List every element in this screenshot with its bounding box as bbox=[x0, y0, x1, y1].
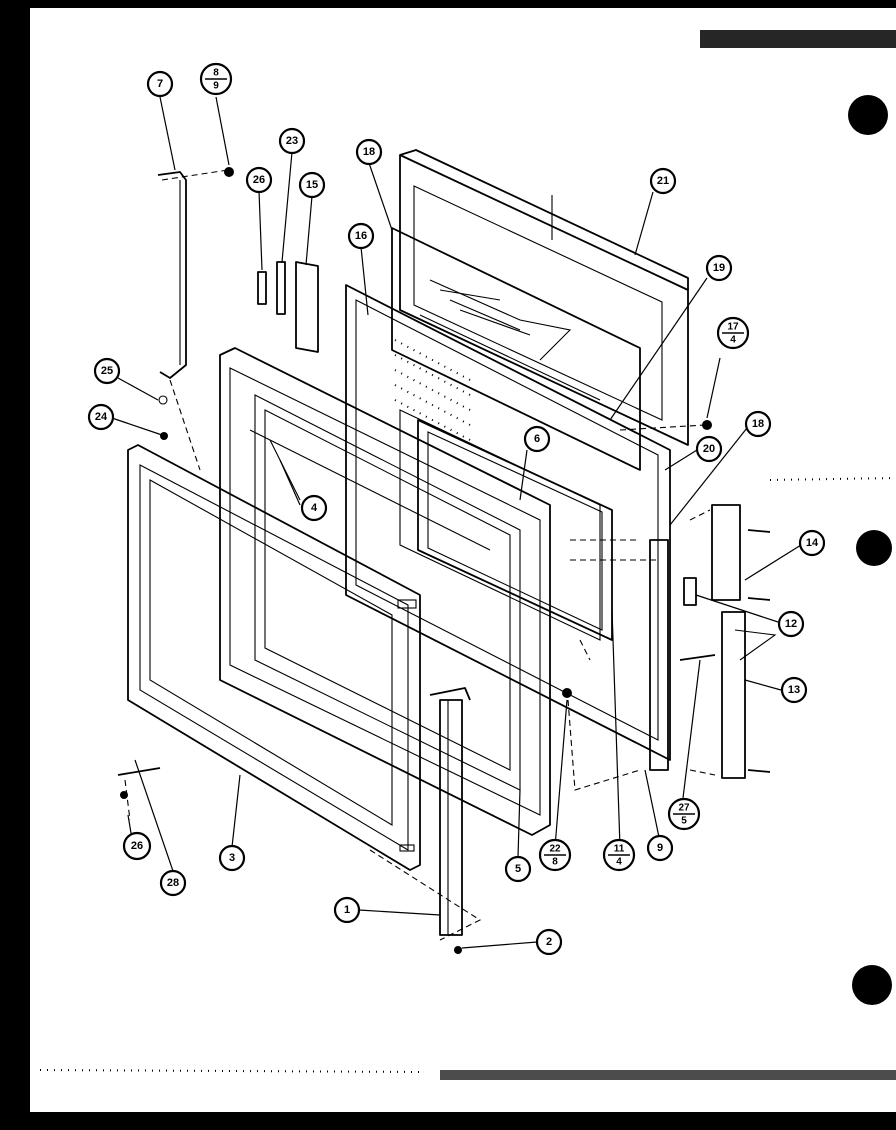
callout-18-lower: 18 bbox=[744, 410, 772, 438]
callout-24: 24 bbox=[87, 403, 115, 431]
callout-5: 5 bbox=[504, 855, 532, 883]
callout-28: 28 bbox=[159, 869, 187, 897]
callout-26-lower: 26 bbox=[122, 831, 152, 861]
assembly-guides bbox=[124, 169, 716, 941]
callout-15: 15 bbox=[298, 171, 326, 199]
callout-9: 9 bbox=[646, 834, 674, 862]
callout-22-8-top: 22 bbox=[549, 844, 561, 855]
small-parts bbox=[117, 167, 716, 954]
glass-panel bbox=[391, 227, 641, 471]
callout-21-label: 21 bbox=[657, 175, 669, 187]
callout-6: 6 bbox=[523, 425, 551, 453]
callout-8-9: 8 9 bbox=[199, 62, 233, 96]
door-back-cover bbox=[399, 149, 689, 446]
callout-18-upper-label: 18 bbox=[363, 146, 375, 158]
callout-21: 21 bbox=[649, 167, 677, 195]
door-chassis bbox=[219, 347, 551, 836]
callout-11-4: 11 4 bbox=[602, 838, 636, 872]
callout-8-9-bottom: 9 bbox=[213, 81, 219, 92]
callout-3: 3 bbox=[218, 844, 246, 872]
callout-17-4-top: 17 bbox=[727, 322, 739, 333]
hinge-rod bbox=[157, 171, 187, 379]
callout-17-4-bottom: 4 bbox=[730, 335, 736, 346]
callout-12: 12 bbox=[777, 610, 805, 638]
callout-23: 23 bbox=[278, 127, 306, 155]
callout-27-5-top: 27 bbox=[678, 803, 690, 814]
callout-27-5: 27 5 bbox=[667, 797, 701, 831]
callout-2: 2 bbox=[535, 928, 563, 956]
callout-20-label: 20 bbox=[703, 443, 715, 455]
callout-11-4-top: 11 bbox=[614, 844, 625, 855]
callout-26-upper-label: 26 bbox=[253, 174, 265, 186]
callout-4-label: 4 bbox=[311, 502, 318, 514]
leader-lines bbox=[111, 96, 802, 949]
callout-18-upper: 18 bbox=[355, 138, 383, 166]
latch-brackets bbox=[649, 504, 777, 779]
callout-27-5-bottom: 5 bbox=[681, 816, 687, 827]
callout-9-label: 9 bbox=[657, 842, 663, 854]
front-door-panel bbox=[127, 444, 421, 871]
callout-24-label: 24 bbox=[95, 411, 108, 423]
callout-22-8: 22 8 bbox=[538, 838, 572, 872]
callout-1: 1 bbox=[333, 896, 361, 924]
callout-16-label: 16 bbox=[355, 230, 367, 242]
callout-16: 16 bbox=[347, 222, 375, 250]
callout-25-label: 25 bbox=[101, 365, 113, 377]
callout-19-label: 19 bbox=[713, 262, 725, 274]
callout-26-lower-label: 26 bbox=[131, 840, 143, 852]
door-handle bbox=[429, 687, 471, 936]
callout-15-label: 15 bbox=[306, 179, 318, 191]
callout-22-8-bottom: 8 bbox=[552, 857, 558, 868]
callout-19: 19 bbox=[705, 254, 733, 282]
callout-23-label: 23 bbox=[286, 135, 298, 147]
callout-14-label: 14 bbox=[806, 537, 819, 549]
door-frame-screen bbox=[417, 419, 613, 641]
callout-8-9-top: 8 bbox=[213, 68, 219, 79]
callout-20: 20 bbox=[695, 435, 723, 463]
callout-3-label: 3 bbox=[229, 852, 235, 864]
callout-13: 13 bbox=[780, 676, 808, 704]
callout-17-4: 17 4 bbox=[716, 316, 750, 350]
callout-4: 4 bbox=[300, 494, 328, 522]
callout-25: 25 bbox=[93, 357, 121, 385]
callout-18-lower-label: 18 bbox=[752, 418, 764, 430]
callout-6-label: 6 bbox=[534, 433, 540, 445]
callout-28-label: 28 bbox=[167, 877, 179, 889]
callout-1-label: 1 bbox=[344, 904, 350, 916]
callout-12-label: 12 bbox=[785, 618, 797, 630]
callout-7: 7 bbox=[146, 70, 174, 98]
callout-26-upper: 26 bbox=[245, 166, 273, 194]
callout-14: 14 bbox=[798, 529, 826, 557]
callout-5-label: 5 bbox=[515, 863, 521, 875]
callout-11-4-bottom: 4 bbox=[616, 857, 622, 868]
callout-2-label: 2 bbox=[546, 936, 552, 948]
callout-13-label: 13 bbox=[788, 684, 800, 696]
callout-7-label: 7 bbox=[157, 78, 163, 90]
